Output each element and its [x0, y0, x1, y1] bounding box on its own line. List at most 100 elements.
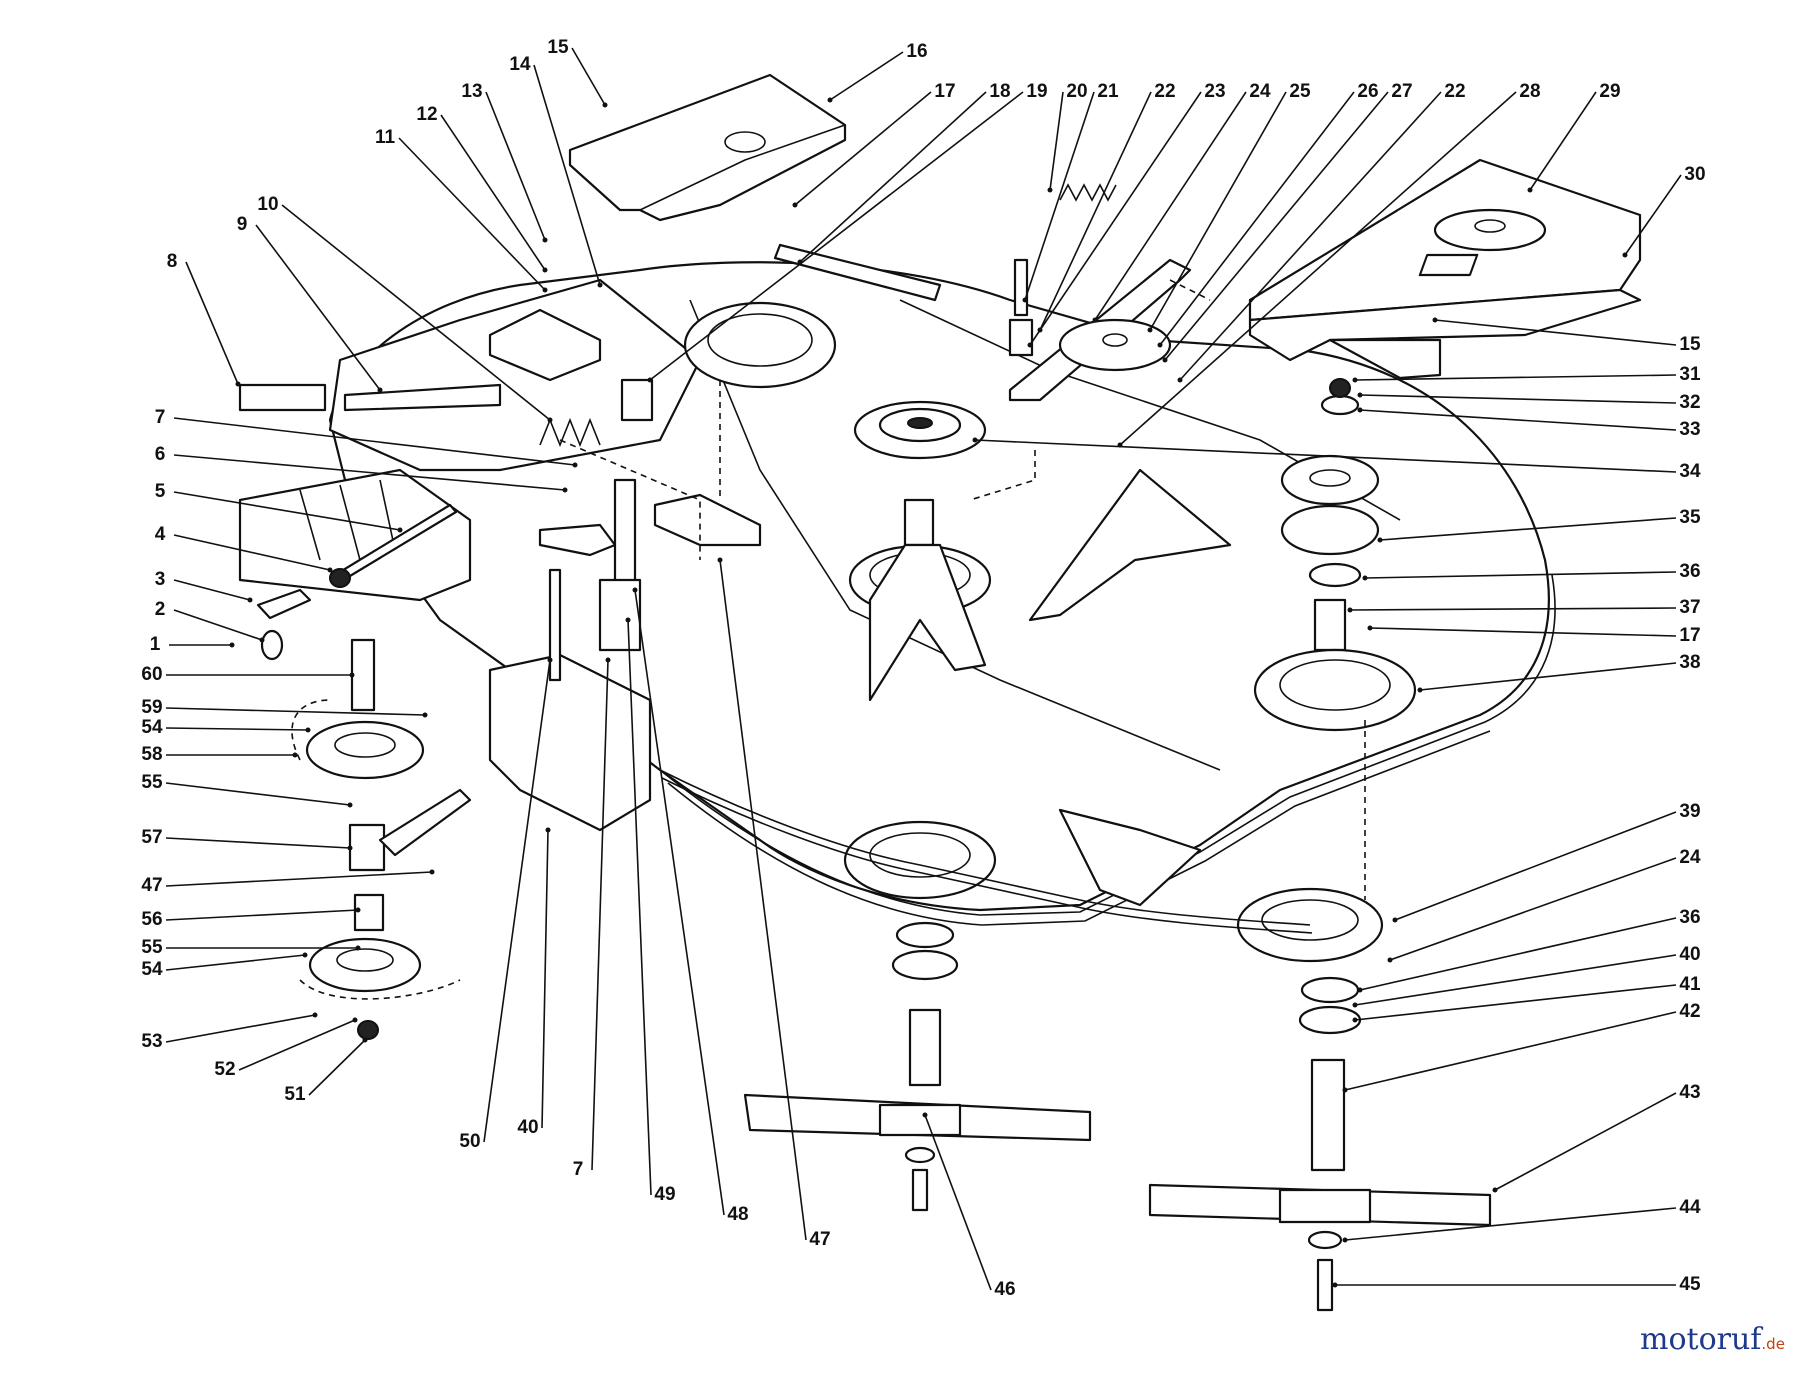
leader-dot-c26	[1157, 342, 1163, 348]
leader-dot-c13	[542, 237, 548, 243]
callout-label-c59: 59	[141, 697, 162, 718]
leader-line-c6	[173, 454, 566, 491]
spindle-nut	[907, 417, 933, 429]
callout-label-c24b: 24	[1679, 847, 1701, 868]
leader-line-c57	[165, 837, 351, 849]
bolt-left	[911, 1168, 929, 1212]
leader-dot-c38	[1417, 687, 1423, 693]
nut-51	[357, 1020, 379, 1040]
blade-right-hub	[1278, 1188, 1372, 1224]
leader-line-c15a	[571, 47, 606, 106]
leader-line-c44	[1344, 1207, 1677, 1241]
callout-label-c44: 44	[1679, 1197, 1701, 1218]
leader-dot-c20	[1047, 187, 1053, 193]
callout-label-c38: 38	[1679, 652, 1700, 673]
callout-label-c48: 48	[727, 1204, 748, 1225]
drive-belt-2	[661, 777, 1313, 934]
leader-dot-c49	[625, 617, 631, 623]
shield-fold	[639, 124, 846, 211]
leader-dot-c14	[597, 282, 603, 288]
callout-label-c27: 27	[1391, 81, 1412, 102]
front-left-ring	[869, 832, 971, 878]
spacer-23	[1008, 318, 1034, 357]
pulley-53	[308, 937, 422, 993]
spindle-shaft	[903, 498, 935, 547]
leader-dot-c51	[362, 1037, 368, 1043]
leader-dot-c55a	[355, 945, 361, 951]
callout-label-c33: 33	[1679, 419, 1700, 440]
leader-dot-c36b	[1357, 987, 1363, 993]
leader-dot-c37	[1347, 607, 1353, 613]
leader-line-c22a	[1039, 91, 1152, 331]
washer-left	[904, 1146, 936, 1164]
leader-dot-c39	[1392, 917, 1398, 923]
callout-label-c36b: 36	[1679, 907, 1700, 928]
double-pulley-bottom	[1280, 504, 1380, 556]
callout-label-c23: 23	[1204, 81, 1225, 102]
callout-label-c1: 1	[150, 634, 161, 655]
callout-label-c60: 60	[141, 664, 162, 685]
callout-label-c54a: 54	[141, 959, 163, 980]
callout-label-c58: 58	[141, 744, 162, 765]
belt-guide-dash	[291, 699, 461, 1000]
washer-33	[1320, 394, 1360, 416]
spindle-42	[1310, 1058, 1346, 1172]
belt-cover-lower	[1248, 288, 1642, 362]
leader-dot-c44	[1342, 1237, 1348, 1243]
left-side-skirt	[238, 468, 472, 602]
leader-dot-c12	[542, 267, 548, 273]
callout-label-c54b: 54	[141, 717, 163, 738]
leader-dot-c33	[1357, 407, 1363, 413]
watermark-brand: motoruf	[1640, 1322, 1762, 1357]
leader-line-c21	[1024, 91, 1095, 301]
callout-label-c3: 3	[155, 569, 166, 590]
leader-line-c11	[398, 137, 546, 291]
leader-line-c54b	[165, 727, 309, 731]
leader-dot-c22b	[1177, 377, 1183, 383]
nut-4	[329, 568, 351, 588]
leader-dot-c6	[562, 487, 568, 493]
leader-dot-c40b	[545, 827, 551, 833]
callout-label-c56: 56	[141, 909, 162, 930]
callout-label-c5: 5	[155, 481, 166, 502]
leader-line-c10	[281, 204, 551, 421]
alignment-dash-4	[559, 439, 701, 560]
spindle-housing-38	[1253, 648, 1417, 732]
leader-line-c31	[1354, 374, 1677, 381]
callout-label-c36a: 36	[1679, 561, 1700, 582]
leader-dot-c58	[292, 752, 298, 758]
leader-line-c25	[1149, 91, 1287, 331]
callout-label-c52: 52	[214, 1059, 235, 1080]
leader-line-c34	[974, 439, 1677, 473]
leader-line-c35	[1379, 517, 1677, 541]
leader-dot-c32	[1357, 392, 1363, 398]
leader-line-c15b	[1434, 319, 1677, 346]
leader-dot-c56	[355, 907, 361, 913]
leader-dot-c24a	[1092, 317, 1098, 323]
leader-dot-c23	[1027, 342, 1033, 348]
drive-belt	[659, 769, 1311, 926]
leader-line-c53	[165, 1014, 316, 1043]
skirt-shading	[299, 479, 396, 561]
leader-dot-c7b	[605, 657, 611, 663]
leader-dot-c52	[352, 1017, 358, 1023]
leader-dot-c48	[632, 587, 638, 593]
leader-dot-c55b	[347, 802, 353, 808]
callout-label-c17a: 17	[934, 81, 955, 102]
leader-dot-c36a	[1362, 575, 1368, 581]
callout-label-c37: 37	[1679, 597, 1700, 618]
leader-line-c7a	[173, 417, 576, 466]
leader-line-c7b	[591, 659, 609, 1171]
bearing-lower-left	[891, 949, 959, 981]
leader-line-c37	[1349, 607, 1677, 611]
washer-44	[1307, 1230, 1343, 1250]
leader-line-c5	[173, 491, 401, 531]
left-housing-ring	[707, 313, 813, 367]
leader-dot-c46	[922, 1112, 928, 1118]
left-spindle-housing	[683, 301, 837, 389]
callout-label-c50: 50	[459, 1131, 480, 1152]
callout-label-c28: 28	[1519, 81, 1540, 102]
leader-line-c13	[485, 91, 546, 241]
